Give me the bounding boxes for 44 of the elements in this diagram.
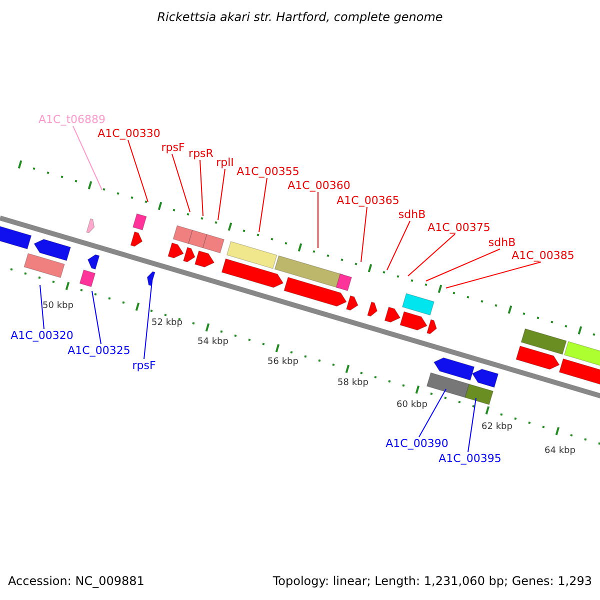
leader-line	[172, 154, 190, 212]
gene-label: rpsF	[132, 359, 156, 372]
gene-label: A1C_00395	[438, 452, 502, 465]
leader-line	[40, 284, 44, 330]
gene-label: sdhB	[488, 236, 516, 249]
scale-label: 60 kbp	[396, 399, 428, 412]
scale-label: 50 kbp	[42, 300, 74, 313]
gene-label: A1C_00375	[428, 221, 490, 234]
scale-label: 56 kbp	[268, 356, 298, 369]
leader-line	[446, 262, 542, 288]
scale-label: 64 kbp	[544, 445, 576, 458]
scale-label: 58 kbp	[338, 377, 368, 390]
leader-line	[386, 220, 410, 270]
scale-label: 54 kbp	[198, 336, 228, 349]
gene-label: rplI	[216, 156, 234, 169]
leader-line	[200, 160, 204, 216]
gene-label: sdhB	[398, 208, 426, 221]
gene-label: rpsR	[188, 147, 214, 160]
leader-line	[128, 140, 148, 202]
gene-label: rpsF	[161, 141, 185, 154]
gene-label: A1C_00385	[512, 249, 574, 262]
scale-label: 62 kbp	[482, 421, 512, 434]
gene-label: A1C_00330	[98, 127, 160, 140]
leader-line	[468, 398, 476, 452]
gene-label: A1C_00360	[288, 179, 350, 192]
gene-label: A1C_00365	[336, 194, 400, 207]
leader-line	[92, 290, 102, 344]
leader-line	[72, 126, 102, 190]
gene-label: A1C_00320	[10, 329, 74, 342]
leader-line	[144, 280, 152, 360]
gene-label: A1C_00325	[68, 344, 130, 357]
title: Rickettsia akari str. Hartford, complete genome	[157, 11, 443, 24]
gene-label: A1C_00355	[236, 165, 300, 178]
leader-line	[408, 234, 456, 276]
leader-line	[426, 248, 500, 282]
genome-info-text: Topology: linear; Length: 1,231,060 bp; Genes: 1,293	[272, 575, 592, 588]
gene-label: A1C_t06889	[38, 113, 106, 126]
gene-label: A1C_00390	[386, 437, 448, 450]
leader-line	[218, 168, 226, 220]
leader-line	[418, 388, 446, 438]
accession-text: Accession: NC_009881	[8, 575, 144, 588]
leader-line	[258, 178, 268, 232]
scale-label: 52 kbp	[152, 317, 182, 330]
leader-line	[360, 206, 368, 262]
